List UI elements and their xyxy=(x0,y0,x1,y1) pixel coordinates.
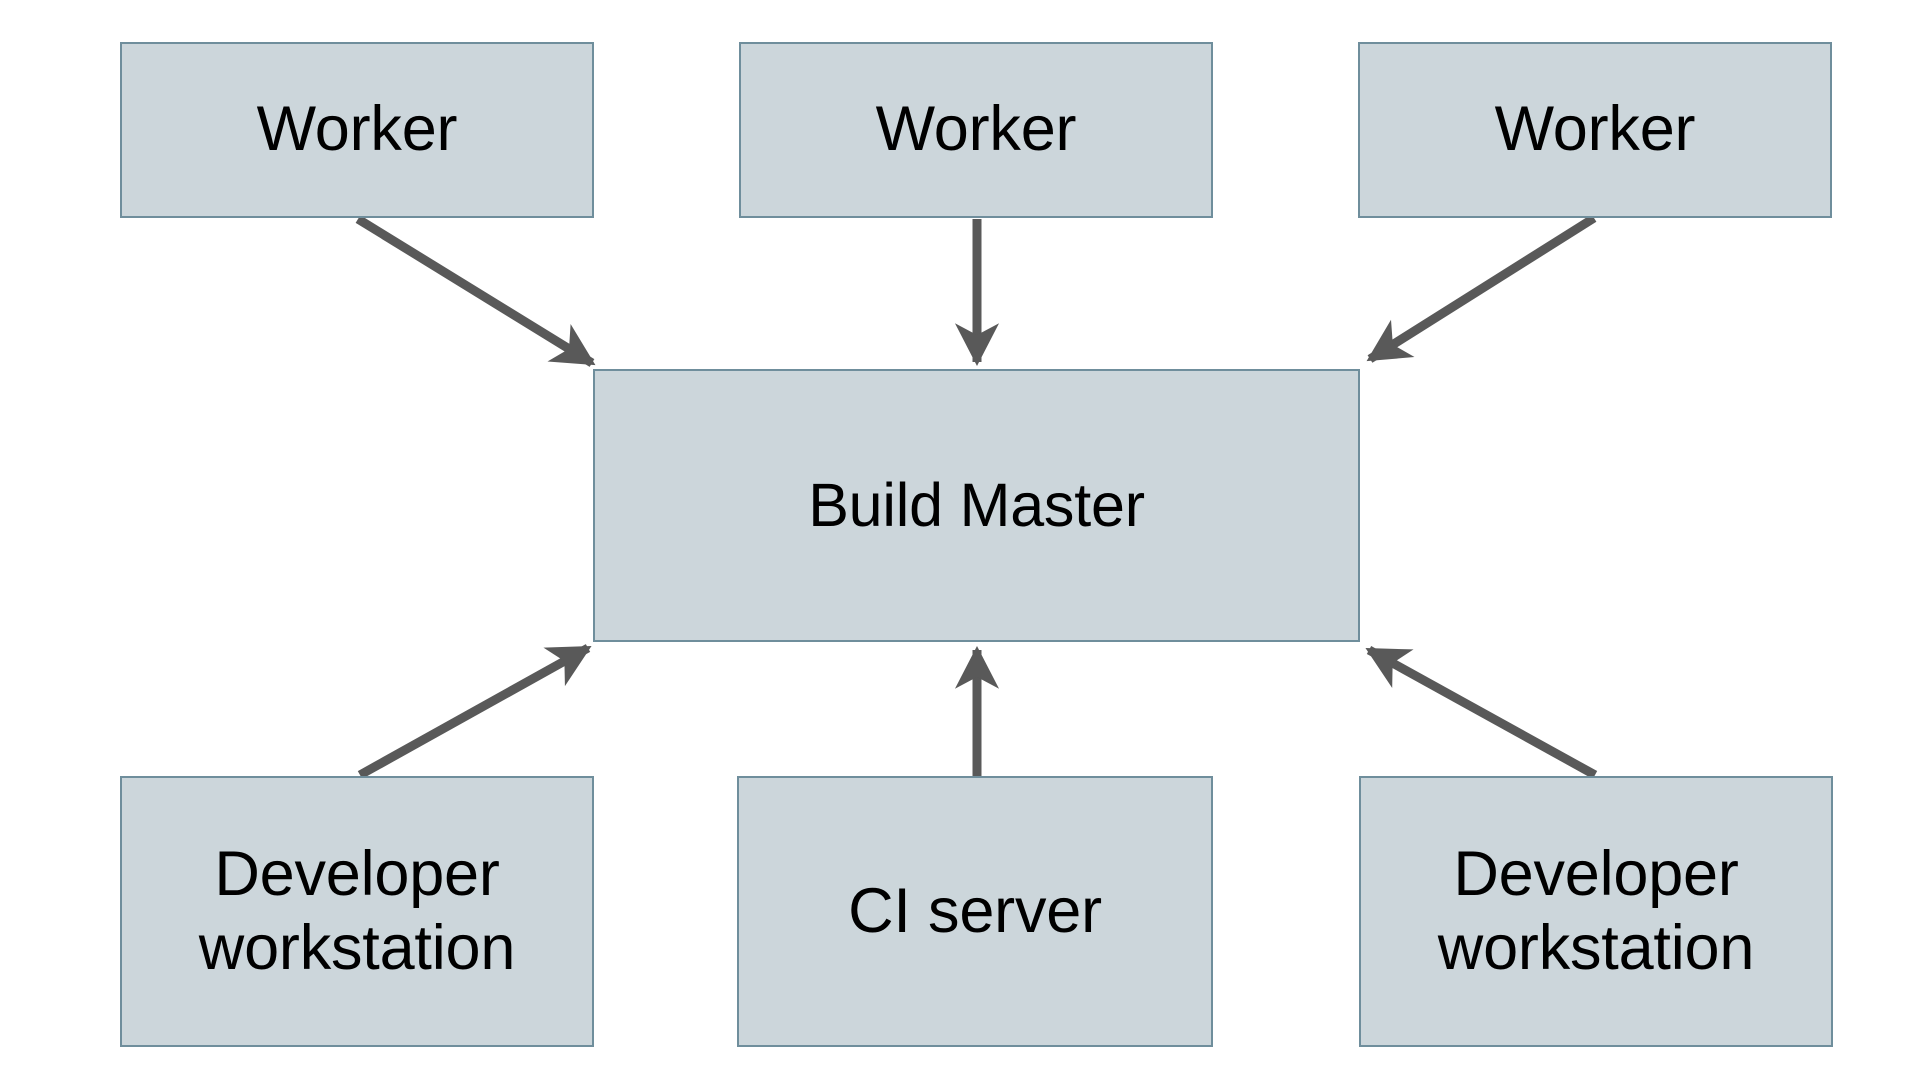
node-dev-workstation-left[interactable]: Developer workstation xyxy=(120,776,594,1047)
node-ci-server-label: CI server xyxy=(848,875,1102,946)
node-build-master-label: Build Master xyxy=(808,471,1145,540)
edge-dev-workstation-left-to-build-master xyxy=(357,644,592,779)
node-build-master[interactable]: Build Master xyxy=(593,369,1360,642)
node-dev-workstation-right[interactable]: Developer workstation xyxy=(1359,776,1833,1047)
node-worker-1-label: Worker xyxy=(256,94,458,165)
node-worker-1[interactable]: Worker xyxy=(120,42,594,218)
node-worker-2-label: Worker xyxy=(875,94,1077,165)
edge-worker-3-to-build-master xyxy=(1366,214,1597,363)
node-ci-server[interactable]: CI server xyxy=(737,776,1213,1047)
node-worker-3-label: Worker xyxy=(1494,94,1696,165)
edge-dev-workstation-right-to-build-master xyxy=(1365,646,1598,779)
node-worker-3[interactable]: Worker xyxy=(1358,42,1832,218)
node-dev-workstation-left-label: Developer workstation xyxy=(198,839,516,983)
node-dev-workstation-right-label: Developer workstation xyxy=(1437,839,1755,983)
edge-worker-1-to-build-master xyxy=(355,215,596,367)
node-worker-2[interactable]: Worker xyxy=(739,42,1213,218)
